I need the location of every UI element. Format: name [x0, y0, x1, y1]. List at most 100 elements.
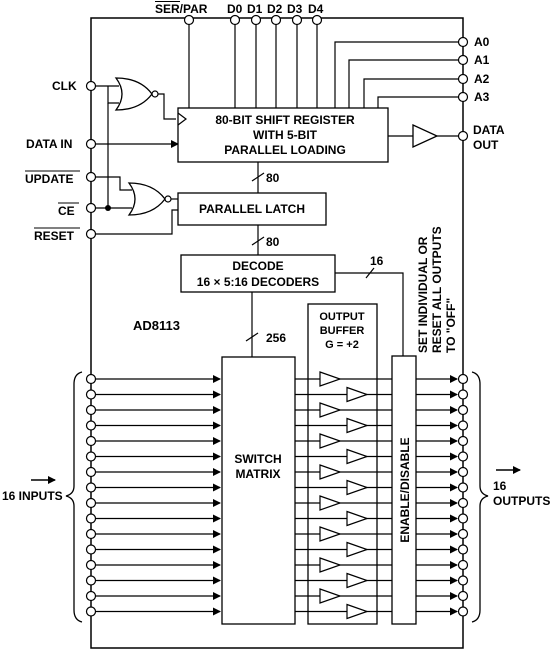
input-pin[interactable] [85, 590, 97, 602]
data-in-label: DATA IN [26, 137, 72, 151]
a0-pin[interactable] [457, 36, 469, 48]
ser-par-pin[interactable] [183, 14, 195, 26]
output-pin[interactable] [457, 497, 469, 509]
data-out-label-line2: OUT [473, 138, 499, 152]
input-pin[interactable] [85, 528, 97, 540]
d4-label: D4 [308, 2, 324, 16]
clk-label: CLK [52, 79, 77, 93]
input-brace-icon [65, 371, 83, 623]
signal-rows [85, 371, 469, 620]
data-out-pin[interactable] [457, 130, 469, 142]
buffer-amp-icon [319, 526, 342, 542]
buffer-amp-icon [319, 433, 342, 449]
output-pin[interactable] [457, 544, 469, 555]
buffer-amp-icon [346, 510, 369, 527]
input-pin[interactable] [85, 513, 97, 524]
inputs-label: 16 INPUTS [2, 489, 63, 503]
reset-label: RESET [34, 229, 75, 243]
output-buffer-line1: OUTPUT [319, 311, 365, 323]
nor-bubble-icon [151, 90, 159, 98]
buffer-amp-icon [319, 495, 342, 511]
buffer-amp-icon [346, 572, 369, 589]
output-pin[interactable] [457, 513, 469, 524]
input-pin[interactable] [85, 404, 97, 416]
control-wiring [95, 85, 459, 235]
a2-label: A2 [474, 72, 490, 86]
output-pin[interactable] [457, 435, 469, 447]
output-brace-icon [471, 371, 489, 623]
buffer-amp-icon [346, 386, 369, 403]
output-pin[interactable] [457, 606, 469, 617]
input-pin[interactable] [85, 451, 97, 462]
outputs-label-line2: OUTPUTS [493, 494, 550, 508]
shift-register-line2: WITH 5-BIT [253, 128, 318, 142]
bus-width-256: 256 [266, 331, 286, 345]
output-pin[interactable] [457, 373, 469, 385]
svg-text:RESET ALL OUTPUTS: RESET ALL OUTPUTS [430, 226, 444, 353]
a1-pin[interactable] [457, 54, 469, 66]
decode-line1: DECODE [232, 259, 283, 273]
input-pin[interactable] [85, 420, 97, 431]
ce-label: CE [58, 204, 75, 218]
svg-text:SET INDIVIDUAL OR: SET INDIVIDUAL OR [416, 236, 430, 353]
ce-pin[interactable] [85, 202, 97, 214]
input-pin[interactable] [85, 544, 97, 555]
input-pin[interactable] [85, 497, 97, 509]
a0-label: A0 [474, 35, 490, 49]
output-pin[interactable] [457, 404, 469, 416]
enable-disable-block [391, 355, 417, 625]
output-pin[interactable] [457, 389, 469, 400]
output-pin[interactable] [457, 559, 469, 571]
output-pin[interactable] [457, 590, 469, 602]
a3-pin[interactable] [457, 91, 469, 103]
input-pin[interactable] [85, 435, 97, 447]
reset-pin[interactable] [85, 228, 97, 240]
output-pin[interactable] [457, 466, 469, 478]
output-buffer-line3: G = +2 [325, 339, 359, 351]
data-out-label-line1: DATA [473, 123, 505, 137]
output-buffer-line2: BUFFER [320, 325, 365, 337]
input-pin[interactable] [85, 389, 97, 400]
output-pin[interactable] [457, 528, 469, 540]
output-pin[interactable] [457, 575, 469, 586]
input-pin[interactable] [85, 559, 97, 571]
set-reset-annotation: SET INDIVIDUAL OR RESET ALL OUTPUTS TO "… [416, 226, 458, 353]
part-number: AD8113 [133, 318, 180, 333]
buffer-amp-icon [319, 464, 342, 480]
input-pin[interactable] [85, 373, 97, 385]
enable-disable-label: ENABLE/DISABLE [398, 437, 412, 542]
decode-line2: 16 × 5:16 DECODERS [197, 275, 319, 289]
update-label: UPDATE [25, 172, 73, 186]
output-pin[interactable] [457, 482, 469, 493]
junction-dot [105, 205, 111, 211]
switch-matrix-line2: MATRIX [235, 467, 280, 481]
d3-label: D3 [287, 2, 303, 16]
buffer-amp-icon [319, 371, 342, 387]
input-pin[interactable] [85, 482, 97, 493]
d4-pin[interactable] [311, 14, 323, 26]
output-pin[interactable] [457, 451, 469, 462]
top-pins: SER/PAR D0 D1 D2 D3 D4 [155, 1, 324, 108]
address-pins [334, 36, 469, 108]
data-in-pin[interactable] [85, 138, 97, 150]
a2-pin[interactable] [457, 73, 469, 85]
outputs-label-line1: 16 [493, 479, 507, 493]
input-pin[interactable] [85, 466, 97, 478]
buffer-amp-icon [346, 603, 369, 620]
clock-edge-icon [177, 112, 187, 126]
output-pin[interactable] [457, 420, 469, 431]
d2-pin[interactable] [270, 14, 282, 26]
d0-pin[interactable] [229, 14, 241, 26]
switch-matrix-block [221, 356, 296, 625]
switch-matrix-line1: SWITCH [234, 452, 281, 466]
input-pin[interactable] [85, 575, 97, 586]
clk-pin[interactable] [85, 80, 97, 92]
nor-gate-icon [114, 77, 153, 111]
bus-width-80b: 80 [266, 235, 280, 249]
update-pin[interactable] [85, 171, 97, 183]
buffer-amp-icon [346, 479, 369, 496]
input-pin[interactable] [85, 606, 97, 617]
d3-pin[interactable] [291, 14, 303, 26]
d1-pin[interactable] [250, 14, 262, 26]
